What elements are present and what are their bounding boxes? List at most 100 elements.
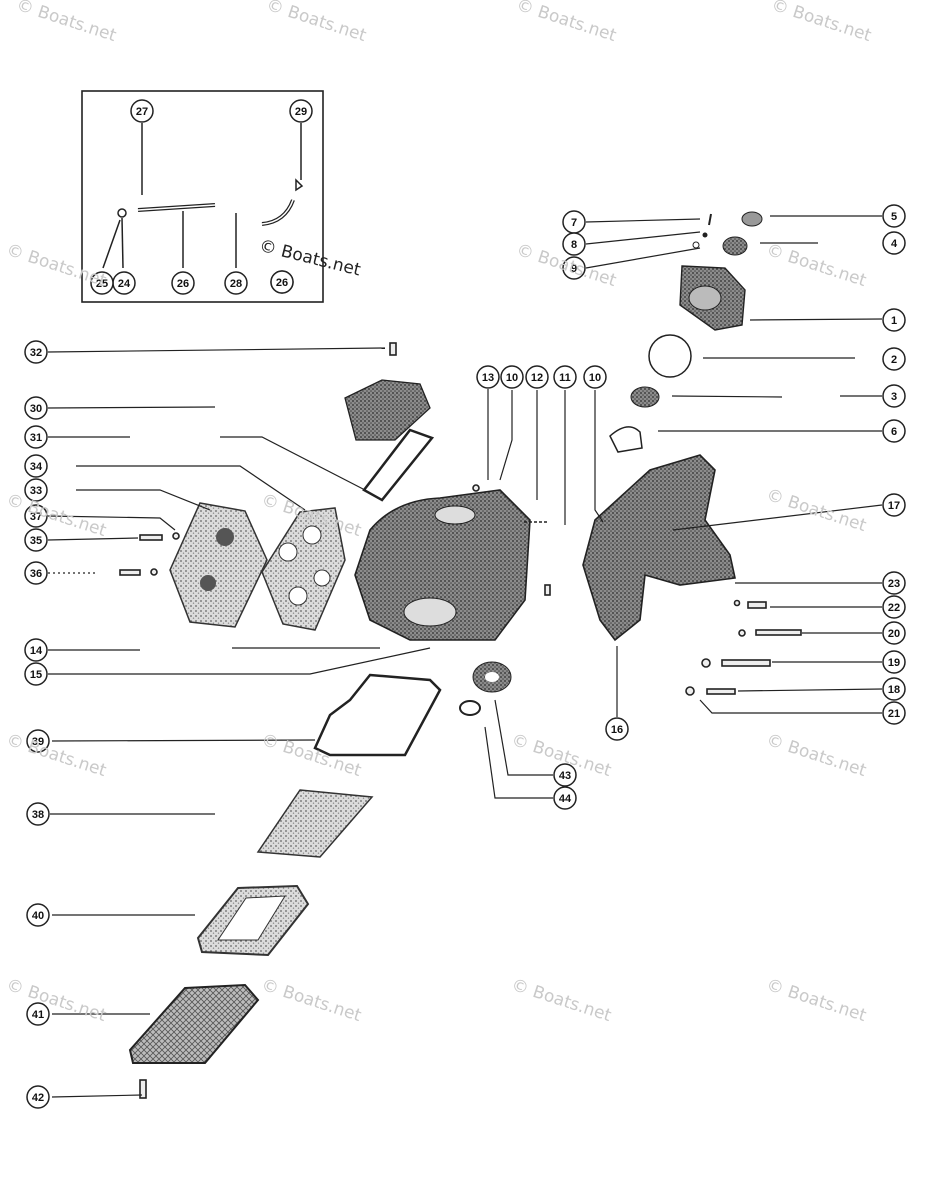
callout-number: 40 xyxy=(32,910,44,922)
callout-number: 44 xyxy=(559,793,572,805)
callout-8: 8 xyxy=(562,232,586,256)
callout-circle xyxy=(882,650,906,674)
callout-29: 29 xyxy=(289,99,313,123)
part-small-parts-4-5 xyxy=(692,211,763,256)
callout-circle xyxy=(882,204,906,228)
callout-circle xyxy=(289,99,313,123)
callout-circle xyxy=(882,621,906,645)
callout-34: 34 xyxy=(24,454,48,478)
callout-number: 43 xyxy=(559,770,571,782)
callout-14: 14 xyxy=(24,638,48,662)
callout-40: 40 xyxy=(26,903,50,927)
callout-circle xyxy=(882,571,906,595)
callout-23: 23 xyxy=(882,571,906,595)
callout-16: 16 xyxy=(605,717,629,741)
part-reed-block-30 xyxy=(344,379,431,441)
callout-15: 15 xyxy=(24,662,48,686)
callout-21: 21 xyxy=(882,701,906,725)
callout-44: 44 xyxy=(553,786,577,810)
part-seals-43-44 xyxy=(459,661,512,716)
leader-lines xyxy=(47,215,883,1098)
callout-36: 36 xyxy=(24,561,48,585)
callout-circle xyxy=(882,347,906,371)
callout-circle xyxy=(24,638,48,662)
callout-circle xyxy=(171,271,195,295)
part-screen-38 xyxy=(256,789,374,858)
part-gasket-6 xyxy=(609,426,643,453)
callout-circle xyxy=(882,701,906,725)
callout-circle xyxy=(24,662,48,686)
callout-circle xyxy=(583,365,607,389)
callout-19: 19 xyxy=(882,650,906,674)
callout-4: 4 xyxy=(882,231,906,255)
callout-number: 10 xyxy=(506,372,518,384)
callout-circle xyxy=(500,365,524,389)
callout-circle xyxy=(26,802,50,826)
callout-35: 35 xyxy=(24,528,48,552)
callout-circle xyxy=(24,478,48,502)
part-carburetor-body xyxy=(354,489,531,641)
part-pump-cover-1 xyxy=(679,265,746,331)
callout-number: 2 xyxy=(891,354,897,366)
callout-26: 26 xyxy=(171,271,195,295)
callout-circle xyxy=(553,365,577,389)
callout-circle xyxy=(562,256,586,280)
callout-number: 21 xyxy=(888,708,900,720)
part-o-ring-2 xyxy=(648,334,692,378)
callout-number: 7 xyxy=(571,217,577,229)
callout-25: 25 xyxy=(90,271,114,295)
callout-number: 28 xyxy=(230,278,242,290)
part-float-bowl-41 xyxy=(128,983,260,1064)
callout-number: 27 xyxy=(136,106,148,118)
callout-circle xyxy=(24,340,48,364)
callout-number: 33 xyxy=(30,485,42,497)
callout-number: 42 xyxy=(32,1092,44,1104)
callout-number: 25 xyxy=(96,278,108,290)
callout-37: 37 xyxy=(24,504,48,528)
callout-circle xyxy=(26,1002,50,1026)
callout-circle xyxy=(24,528,48,552)
callout-circle xyxy=(476,365,500,389)
callout-number: 41 xyxy=(32,1009,44,1021)
part-gasket-39 xyxy=(313,673,442,757)
callout-circle xyxy=(882,384,906,408)
callout-circle xyxy=(26,729,50,753)
callout-number: 24 xyxy=(118,278,131,290)
callout-20: 20 xyxy=(882,621,906,645)
callout-number: 23 xyxy=(888,578,900,590)
callout-number: 18 xyxy=(888,684,900,696)
callout-number: 5 xyxy=(891,211,897,223)
callout-27: 27 xyxy=(130,99,154,123)
callout-38: 38 xyxy=(26,802,50,826)
callout-circle xyxy=(605,717,629,741)
callout-12: 12 xyxy=(525,365,549,389)
callout-number: 31 xyxy=(30,432,42,444)
callout-1: 1 xyxy=(882,308,906,332)
callout-number: 29 xyxy=(295,106,307,118)
callout-number: 39 xyxy=(32,736,44,748)
callout-13: 13 xyxy=(476,365,500,389)
callout-3: 3 xyxy=(882,384,906,408)
callout-number: 36 xyxy=(30,568,42,580)
callout-5: 5 xyxy=(882,204,906,228)
callout-31: 31 xyxy=(24,425,48,449)
callout-number: 26 xyxy=(177,278,189,290)
inset-hoses xyxy=(102,123,304,269)
callout-number: 3 xyxy=(891,391,897,403)
callout-number: 4 xyxy=(891,238,898,250)
callout-number: 26 xyxy=(276,277,288,289)
callout-28: 28 xyxy=(224,271,248,295)
callout-26: 26 xyxy=(270,270,294,294)
callout-number: 14 xyxy=(30,645,43,657)
callout-number: 38 xyxy=(32,809,44,821)
callout-7: 7 xyxy=(562,210,586,234)
callout-9: 9 xyxy=(562,256,586,280)
callout-circle xyxy=(882,493,906,517)
part-screws xyxy=(119,342,802,1099)
callout-circle xyxy=(24,504,48,528)
callout-number: 32 xyxy=(30,347,42,359)
callout-circle xyxy=(26,1085,50,1109)
callout-number: 17 xyxy=(888,500,900,512)
